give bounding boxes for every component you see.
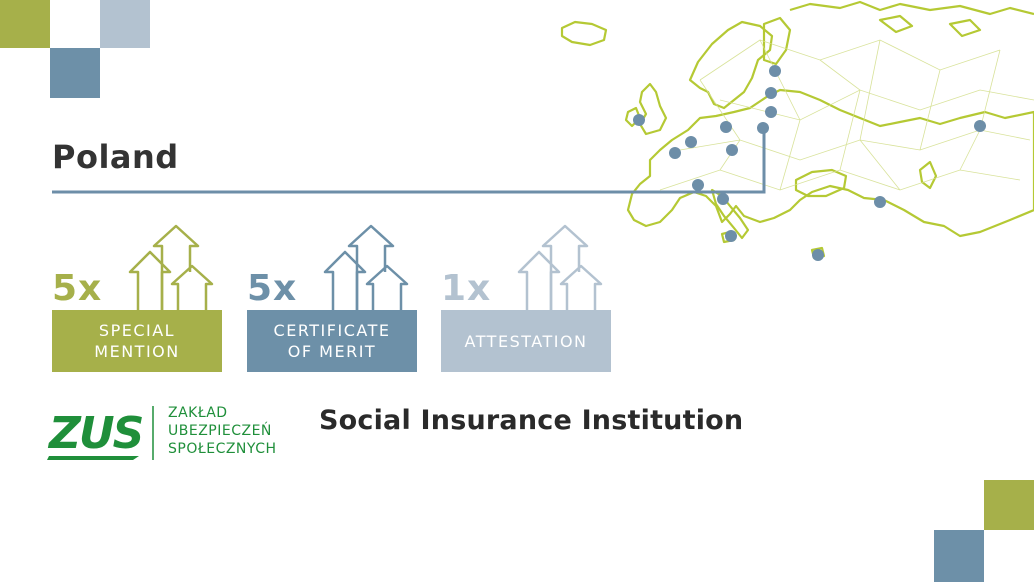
corner-square-green-br (984, 480, 1034, 530)
corner-square-blue (50, 48, 100, 98)
europe-map-icon (52, 0, 1034, 261)
map-dot (669, 147, 681, 159)
country-pointer-line (52, 128, 766, 194)
three-arrows-up-icon (517, 224, 603, 310)
map-dot (725, 230, 737, 242)
map-arctic-islands (878, 14, 982, 38)
map-black-sea (794, 168, 848, 198)
map-dot (692, 179, 704, 191)
award-attestation: 1x ATTESTATION (441, 222, 611, 372)
map-dot (726, 144, 738, 156)
map-finland (762, 16, 792, 66)
corner-square-green (0, 0, 50, 48)
map-dot (685, 136, 697, 148)
award-special-mention: 5x SPECIAL MENTION (52, 222, 222, 372)
map-dot (765, 106, 777, 118)
map-iceland (560, 20, 608, 47)
award-count: 5x (247, 268, 298, 309)
award-count: 5x (52, 268, 103, 309)
award-certificate-of-merit: 5x CERTIFICATE OF MERIT (247, 222, 417, 372)
map-dot (717, 193, 729, 205)
map-north-coast (789, 0, 1034, 16)
map-mainland (626, 88, 1034, 238)
map-britain (638, 82, 668, 136)
institution-name-polish: ZAKŁAD UBEZPIECZEŃ SPOŁECZNYCH (168, 405, 277, 457)
map-scandinavia (688, 20, 774, 110)
award-count: 1x (441, 268, 492, 309)
award-label: ATTESTATION (464, 331, 588, 351)
map-dot (765, 87, 777, 99)
zus-logo: ZUS (47, 406, 154, 460)
three-arrows-up-icon (323, 224, 409, 310)
award-label-box: CERTIFICATE OF MERIT (247, 310, 417, 372)
award-label: CERTIFICATE OF MERIT (273, 321, 391, 361)
map-dot (769, 65, 781, 77)
map-dot (720, 121, 732, 133)
award-label-box: SPECIAL MENTION (52, 310, 222, 372)
three-arrows-up-icon (128, 224, 214, 310)
corner-square-blue-br (934, 530, 984, 582)
corner-square-lightblue (100, 0, 150, 48)
institution-name: Social Insurance Institution (319, 405, 744, 436)
map-caspian (918, 160, 938, 190)
country-title: Poland (52, 138, 179, 176)
zus-logo-mark: ZUS (47, 408, 143, 459)
map-dot (812, 249, 824, 261)
map-dot (974, 120, 986, 132)
map-dot (633, 114, 645, 126)
award-label-box: ATTESTATION (441, 310, 611, 372)
award-label: SPECIAL MENTION (94, 321, 180, 361)
map-dot (874, 196, 886, 208)
